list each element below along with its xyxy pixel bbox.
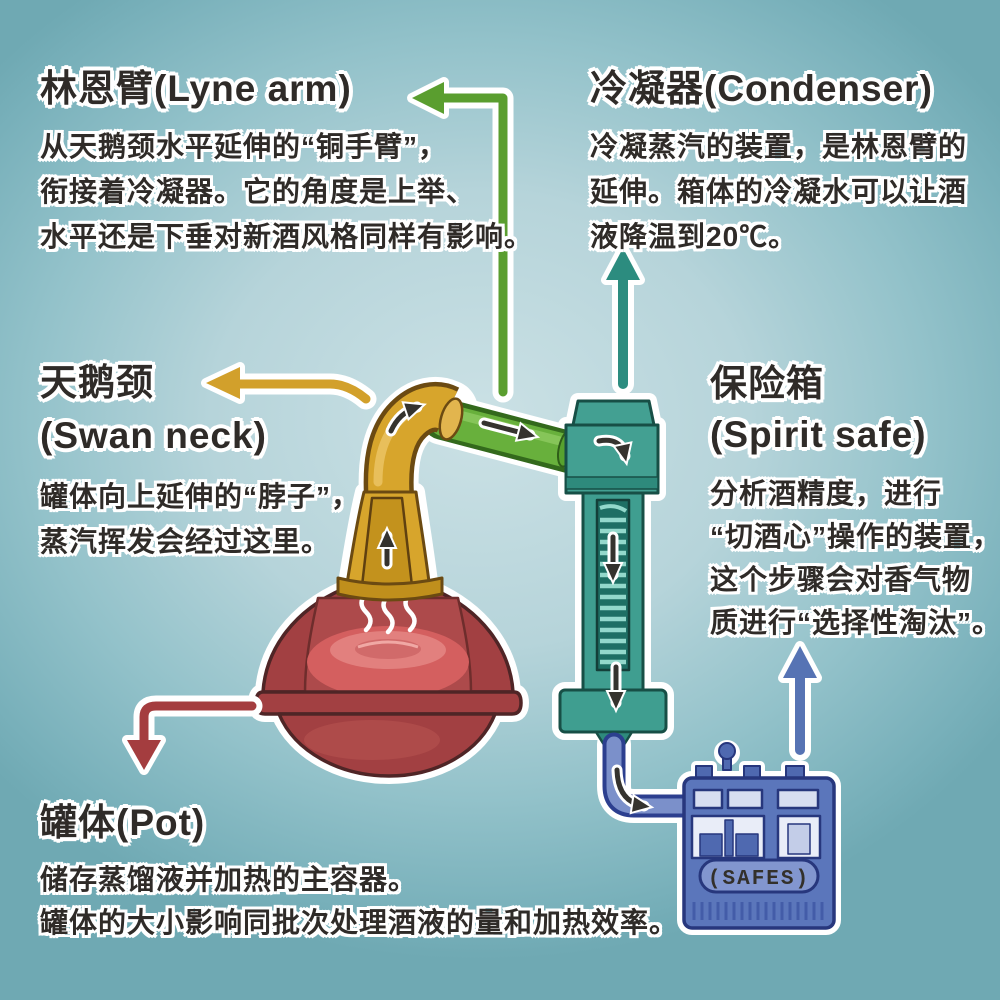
lyne-arm-desc-line: 从天鹅颈水平延伸的“铜手臂”， [40,131,448,162]
swan-neck-title-zh: 天鹅颈 [40,362,154,403]
lyne-arm-desc-line: 水平还是下垂对新酒风格同样有影响。 [40,221,534,252]
spirit-safe-title-en: (Spirit safe) [710,414,927,455]
condenser-title: 冷凝器(Condenser) [590,68,933,109]
flow-arrow-swan-bend [388,401,427,434]
lyne-arm-title: 林恩臂(Lyne arm) [40,68,352,109]
label-block-swan-neck: 天鹅颈 (Swan neck) 罐体向上延伸的“脖子”， 蒸汽挥发会经过这里。 [40,356,360,564]
flow-arrow-lyne-arm [481,420,541,442]
pot-desc-line: 罐体的大小影响同批次处理酒液的量和加热效率。 [40,907,679,938]
condenser-coil [595,498,631,672]
swan-neck-title-en: (Swan neck) [40,415,267,456]
spirit-safe-box: (SAFES) [682,742,836,930]
pot-title: 罐体(Pot) [40,802,206,843]
spirit-safe-desc-line: 质进行“选择性淘汰”。 [710,607,1000,638]
pot-body [254,587,523,778]
safe-sight-slots [692,788,820,810]
swan-neck-desc-line: 蒸汽挥发会经过这里。 [40,526,331,557]
label-block-condenser: 冷凝器(Condenser) 冷凝蒸汽的装置，是林恩臂的 延伸。箱体的冷凝水可以… [590,58,967,259]
lyne-arm-desc-line: 衔接着冷凝器。它的角度是上举、 [40,176,476,207]
spirit-safe-desc-line: “切酒心”操作的装置， [710,521,1000,552]
spirit-safe-title-zh: 保险箱 [710,363,824,404]
swan-neck-pointer-arrow [201,362,377,410]
condenser-desc-line: 液降温到20℃。 [590,221,798,252]
flow-arrow-condenser-top [596,437,633,467]
condenser-pointer-arrow [601,243,645,395]
label-pointer-arrows [122,77,822,775]
swan-neck-desc-line: 罐体向上延伸的“脖子”， [40,481,361,512]
flow-arrows [376,401,655,815]
pot-pointer-arrow [122,695,263,775]
spirit-safe-desc-line: 分析酒精度，进行 [710,478,943,509]
safe-bottom-hatch [692,902,824,920]
spirit-safe-desc-line: 这个步骤会对香气物 [710,564,972,595]
label-block-pot: 罐体(Pot) 储存蒸馏液并加热的主容器。 罐体的大小影响同批次处理酒液的量和加… [40,792,678,944]
spirit-safe-pointer-arrow [778,641,822,761]
label-block-spirit-safe: 保险箱 (Spirit safe) 分析酒精度，进行 “切酒心”操作的装置， 这… [710,358,1000,644]
flow-arrow-pipe-elbow [614,767,655,815]
condenser-desc-line: 冷凝蒸汽的装置，是林恩臂的 [590,131,968,162]
label-block-lyne-arm: 林恩臂(Lyne arm) 从天鹅颈水平延伸的“铜手臂”， 衔接着冷凝器。它的角… [40,58,533,259]
safe-windows [690,814,822,860]
safe-plate-label: (SAFES) [708,868,810,891]
safe-name-plate: (SAFES) [698,858,820,894]
condenser-desc-line: 延伸。箱体的冷凝水可以让酒 [590,176,968,207]
pot-desc-line: 储存蒸馏液并加热的主容器。 [40,864,418,895]
lyne-arm-pointer-arrow [407,77,514,403]
